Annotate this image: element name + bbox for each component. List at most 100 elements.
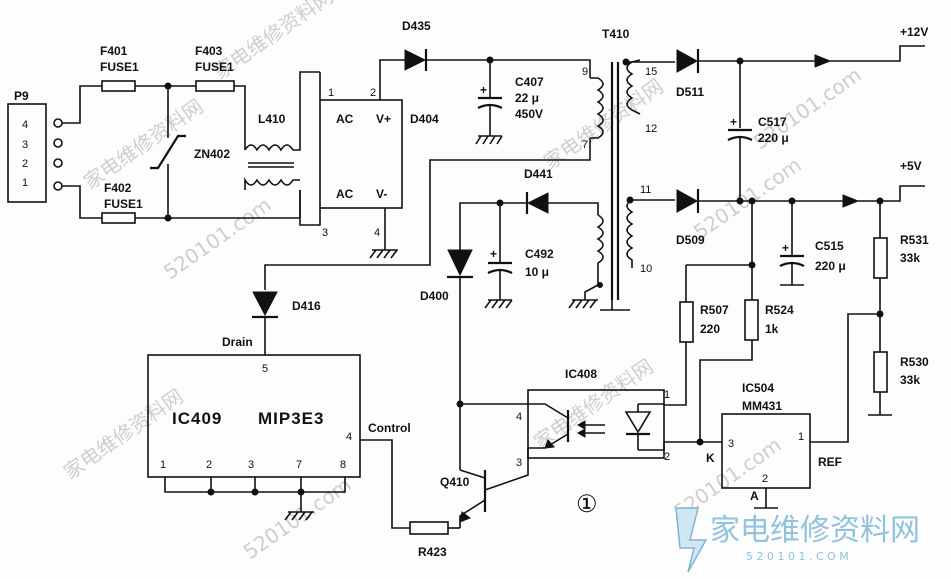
f402-label: F402 (104, 181, 132, 195)
v5-label: +5V (900, 159, 922, 173)
p9-pin-1: 1 (22, 177, 28, 189)
ic504-a: A (750, 489, 759, 503)
watermark-url-3: 520101.com (239, 472, 356, 564)
d404-vplus: V+ (376, 112, 391, 126)
brand-url: 5 2 0 1 0 1 . C O M (746, 550, 849, 563)
ic409-pin-3: 3 (248, 459, 254, 471)
ic504-k: K (706, 451, 715, 465)
connector-p9: P9 4 3 2 1 (7, 89, 63, 203)
transistor-q410: Q410 ① (440, 448, 599, 528)
f402-value: FUSE1 (104, 197, 143, 211)
d404-label: D404 (410, 112, 439, 126)
zn402-label: ZN402 (194, 147, 230, 161)
d404-pin-1: 1 (328, 87, 334, 99)
d435-label: D435 (402, 19, 431, 33)
t410-label: T410 (602, 27, 630, 41)
control-label: Control (368, 421, 411, 435)
watermark-site-3: 家电维修资料网 (59, 384, 187, 484)
brand-logo-icon (675, 507, 708, 573)
c517-value: 220 μ (758, 131, 789, 145)
aux-supply: D441 + C492 10 μ D400 (420, 167, 599, 470)
d441-label: D441 (524, 167, 553, 181)
ic409-pin-1: 1 (160, 459, 166, 471)
resistor-r530 (873, 351, 888, 393)
t410-pin-11: 11 (640, 184, 651, 196)
r423-label: R423 (418, 545, 447, 559)
d416-label: D416 (292, 299, 321, 313)
ic408-pin-3: 3 (516, 457, 522, 469)
c407-plus: + (480, 83, 487, 97)
resistor-r507 (679, 301, 694, 343)
c407-voltage: 450V (515, 107, 543, 121)
t410-pin-7: 7 (582, 139, 588, 151)
r507-label: R507 (700, 303, 729, 317)
ic409-label: IC409 (172, 409, 222, 428)
c492-plus: + (490, 247, 497, 261)
r524-value: 1k (765, 322, 779, 336)
ic409-part: MIP3E3 (258, 409, 324, 428)
d404-vminus: V- (376, 187, 387, 201)
input-fuses: F401 FUSE1 F402 FUSE1 F403 FUSE1 ZN402 (62, 44, 301, 224)
ic504-label: IC504 (742, 381, 774, 395)
fuse-f403 (195, 80, 235, 92)
p9-label: P9 (14, 89, 29, 103)
t410-pin-9: 9 (582, 66, 588, 78)
watermark-site-1: 家电维修资料网 (79, 94, 207, 194)
diode-d416: D416 Drain (222, 291, 321, 355)
f401-label: F401 (100, 44, 128, 58)
ic409-pin-4: 4 (346, 431, 352, 443)
ic504-value: MM431 (742, 399, 782, 413)
r524-label: R524 (765, 303, 794, 317)
ic408-optocoupler: IC408 4 3 1 2 (460, 367, 670, 469)
ic409-controller: 5 IC409 MIP3E3 4 Control 1 2 3 7 8 (147, 354, 411, 529)
d511-label: D511 (676, 85, 704, 99)
ic504-shunt-regulator: IC504 MM431 3 1 2 REF K A (664, 381, 842, 509)
r507-value: 220 (700, 322, 720, 336)
resistor-r524 (744, 299, 759, 341)
feedback-resistors: R507 220 R524 1k (664, 201, 794, 442)
ic409-pin-7: 7 (296, 459, 302, 471)
c492-label: C492 (525, 247, 554, 261)
ic408-pin-4: 4 (516, 411, 522, 423)
l410-label: L410 (258, 112, 286, 126)
ic504-pin-1: 1 (798, 431, 804, 443)
resistor-r423: R423 (409, 521, 460, 559)
ic409-pin-2: 2 (206, 459, 212, 471)
watermark-url-2: 520101.com (689, 152, 806, 244)
c517-label: C517 (758, 115, 787, 129)
c515-label: C515 (815, 239, 844, 253)
watermark-url-1: 520101.com (159, 192, 276, 284)
p9-pin-2: 2 (22, 158, 28, 170)
ic408-label: IC408 (565, 367, 597, 381)
c407-value: 22 μ (515, 91, 539, 105)
ic504-pin-3: 3 (728, 438, 734, 450)
figure-number: ① (576, 491, 599, 518)
choke-l410: L410 (244, 71, 320, 218)
ic409-pin-5: 5 (262, 363, 268, 375)
f403-value: FUSE1 (195, 60, 234, 74)
brand-logo: 家电维修资料网 5 2 0 1 0 1 . C O M (675, 507, 920, 573)
d404-pin-2: 2 (370, 87, 376, 99)
c407-label: C407 (515, 75, 544, 89)
d404-pin-4: 4 (374, 227, 380, 239)
r530-value: 33k (900, 373, 920, 387)
d404-pin-3: 3 (322, 227, 328, 239)
brand-name: 家电维修资料网 (710, 513, 920, 548)
r531-label: R531 (900, 233, 929, 247)
ic408-pin-1: 1 (664, 389, 670, 401)
c492-value: 10 μ (525, 265, 549, 279)
bridge-d404: 1 AC V+ AC V- D404 2 3 4 (299, 59, 439, 259)
v12-label: +12V (900, 25, 928, 39)
c515-plus: + (782, 241, 789, 255)
fuse-f401 (101, 80, 136, 92)
r531-value: 33k (900, 251, 920, 265)
drain-label: Drain (222, 335, 253, 349)
output-5v: D509 +5V + C515 220 μ R531 33k R530 33k (630, 159, 929, 443)
transformer-t410: T410 9 7 15 12 11 10 (264, 27, 657, 311)
f401-value: FUSE1 (100, 60, 139, 74)
capacitor-c407: + C407 22 μ 450V (475, 60, 544, 145)
ic504-pin-2: 2 (762, 473, 768, 485)
ic409-pin-8: 8 (340, 459, 346, 471)
c517-plus: + (730, 115, 737, 129)
diode-d435: D435 (402, 19, 591, 78)
